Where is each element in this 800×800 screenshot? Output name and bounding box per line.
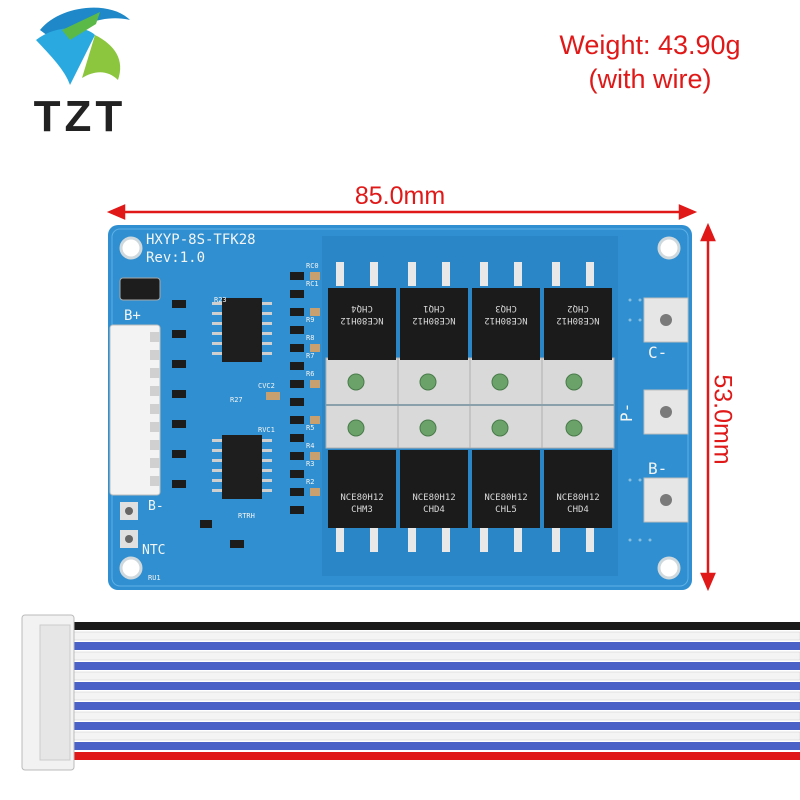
b-minus-label: B- — [648, 459, 667, 478]
svg-text:R3: R3 — [306, 460, 314, 468]
board-revision-text: Rev:1.0 — [146, 250, 205, 266]
svg-text:R6: R6 — [306, 370, 314, 378]
mosfet-top-4-marking: NCE80H12 — [556, 315, 599, 325]
mosfet-top-1-label: CHQ4 — [351, 303, 373, 313]
svg-text:RVC1: RVC1 — [258, 426, 275, 434]
p-minus-label: P- — [617, 403, 636, 422]
svg-text:RC0: RC0 — [306, 262, 319, 270]
mosfet-row-bottom: NCE80H12 CHM3 NCE80H12 CHD4 NCE80H12 CHL… — [328, 450, 612, 528]
svg-text:R23: R23 — [214, 296, 227, 304]
mosfet-top-3-marking: NCE80H12 — [484, 315, 527, 325]
mosfet-bottom-4-marking: NCE80H12 — [556, 493, 599, 503]
ntc-label: NTC — [142, 543, 165, 558]
height-dimension-arrow — [700, 222, 716, 592]
svg-text:R7: R7 — [306, 352, 314, 360]
wire-harness — [21, 614, 800, 771]
svg-text:CVC2: CVC2 — [258, 382, 275, 390]
weight-label: Weight: 43.90g — [559, 30, 741, 60]
svg-text:R4: R4 — [306, 442, 314, 450]
svg-text:RC1: RC1 — [306, 280, 319, 288]
board-model-text: HXYP-8S-TFK28 — [146, 232, 256, 248]
mosfet-bottom-4-label: CHD4 — [567, 505, 589, 515]
svg-text:R9: R9 — [306, 316, 314, 324]
height-dimension-label: 53.0mm — [708, 374, 737, 465]
b-plus-label: B+ — [124, 308, 141, 324]
mosfet-bottom-3-marking: NCE80H12 — [484, 493, 527, 503]
mosfet-top-2-label: CHQ1 — [423, 303, 445, 313]
mounting-holes — [119, 236, 681, 580]
mosfet-bottom-1-marking: NCE80H12 — [340, 493, 383, 503]
mosfet-bottom-2-label: CHD4 — [423, 505, 445, 515]
width-dimension-arrow — [106, 204, 698, 220]
svg-text:R27: R27 — [230, 396, 243, 404]
tzt-logo-icon — [34, 4, 130, 96]
svg-text:RTRH: RTRH — [238, 512, 255, 520]
mosfet-top-2-marking: NCE80H12 — [412, 315, 455, 325]
brand-logo-text: TZT — [33, 92, 127, 141]
svg-text:R2: R2 — [306, 478, 314, 486]
mosfet-bottom-2-marking: NCE80H12 — [412, 493, 455, 503]
width-dimension-label: 85.0mm — [354, 182, 446, 210]
ic-chip-top — [222, 298, 262, 362]
mosfet-top-4-label: CHQ2 — [567, 303, 589, 313]
svg-text:R8: R8 — [306, 334, 314, 342]
ic-chip-bottom — [222, 435, 262, 499]
mosfet-bottom-3-label: CHL5 — [495, 505, 517, 515]
weight-note: (with wire) — [588, 64, 712, 94]
mosfet-top-1-marking: NCE80H12 — [340, 315, 383, 325]
b-minus-left-label: B- — [148, 499, 164, 514]
svg-text:R5: R5 — [306, 424, 314, 432]
mosfet-row-top: NCE80H12 CHQ4 NCE80H12 CHQ1 NCE80H12 CHQ… — [328, 288, 612, 360]
mosfet-bottom-1-label: CHM3 — [351, 505, 373, 515]
svg-text:RU1: RU1 — [148, 574, 161, 582]
c-minus-label: C- — [648, 343, 667, 362]
mosfet-top-3-label: CHQ3 — [495, 303, 517, 313]
